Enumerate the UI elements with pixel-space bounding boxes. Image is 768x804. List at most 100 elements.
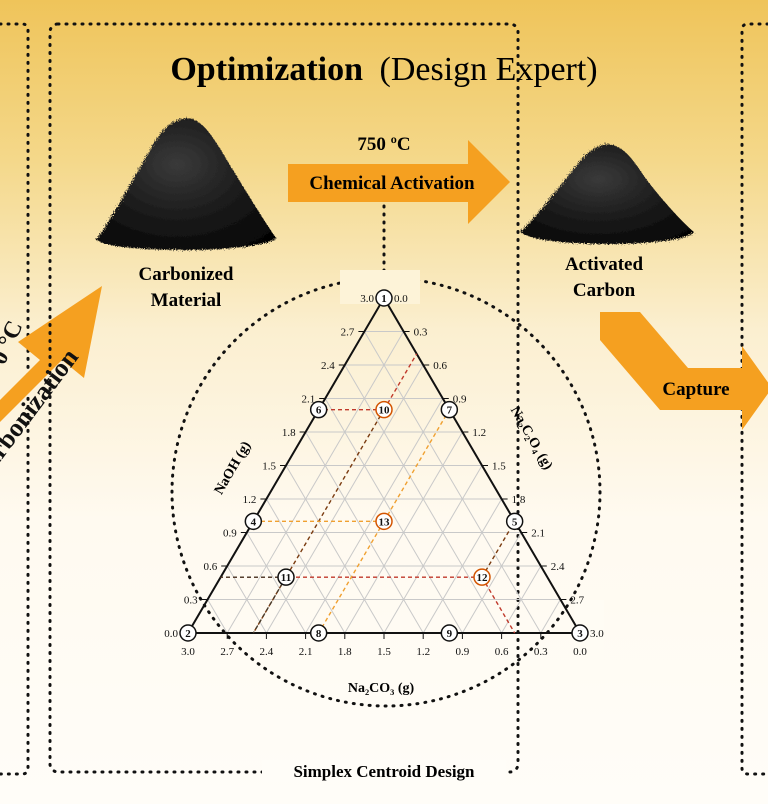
left-panel-border <box>0 22 30 776</box>
activated-carbon-image <box>520 144 694 244</box>
design-point-label-3: 3 <box>577 628 583 640</box>
left-tick-label: 2.4 <box>321 360 335 372</box>
grid-line-na2c2o4 <box>226 331 405 634</box>
design-point-12 <box>473 568 491 586</box>
right-tick-label: 0.9 <box>453 394 467 406</box>
grid-line-na2c2o4 <box>383 465 483 634</box>
grid-line-na2co3 <box>246 532 307 634</box>
design-point-label-12: 12 <box>477 572 489 584</box>
design-point-13 <box>375 512 393 531</box>
grid-line-na2c2o4 <box>540 599 561 634</box>
right-tick-label: 0.0 <box>394 293 408 305</box>
bottom-tick-label: 2.7 <box>220 646 234 658</box>
design-point-3 <box>571 624 589 642</box>
page-title: Optimization (Design Expert) <box>170 51 597 88</box>
bottom-tick-label: 3.0 <box>181 646 195 658</box>
right-tick-label: 2.7 <box>570 595 584 607</box>
design-label: Simplex Centroid Design <box>293 762 475 781</box>
na2c2o4-axis-title: Na₂C₂O₄ (g) <box>507 404 555 473</box>
design-point-label-5: 5 <box>512 516 518 528</box>
design-point-9 <box>440 624 459 642</box>
grid-line-na2co3 <box>207 599 228 634</box>
left-tick-label: 1.8 <box>282 427 296 439</box>
bottom-tick-label: 2.1 <box>299 646 313 658</box>
bottom-tick-label: 0.3 <box>534 646 548 658</box>
right-tick-label: 2.4 <box>551 561 565 573</box>
guide-line <box>481 576 516 634</box>
design-point-label-2: 2 <box>185 628 191 640</box>
design-point-10 <box>375 400 393 419</box>
capture-label: Capture <box>662 379 729 400</box>
capture-arrow <box>600 312 768 430</box>
right-tick-label: 2.1 <box>531 528 545 540</box>
design-point-1 <box>375 289 393 307</box>
right-panel-border <box>740 22 768 776</box>
grid-line-na2co3 <box>265 498 346 634</box>
right-tick-label: 3.0 <box>590 628 604 640</box>
left-tick-label: 3.0 <box>360 293 374 305</box>
naoh-axis-title: NaOH (g) <box>212 439 255 498</box>
design-point-label-6: 6 <box>316 405 322 417</box>
bottom-tick-label: 0.0 <box>573 646 587 658</box>
left-tick-label: 0.3 <box>184 595 198 607</box>
activated-label-line1: Activated <box>565 254 644 275</box>
activation-arrow <box>288 140 510 224</box>
left-tick-label: 2.7 <box>341 327 355 339</box>
grid-line-na2c2o4 <box>305 398 444 634</box>
grid-line-na2co3 <box>285 465 385 634</box>
bottom-tick-label: 0.6 <box>495 646 509 658</box>
carbonization-arrow <box>0 286 102 422</box>
design-circle <box>170 276 602 708</box>
design-point-7 <box>440 400 459 419</box>
right-tick-label: 1.2 <box>472 427 486 439</box>
design-point-label-11: 11 <box>281 572 291 584</box>
design-point-label-13: 13 <box>379 516 391 528</box>
guide-line <box>383 353 418 411</box>
design-point-5 <box>505 512 524 531</box>
left-tick-label: 2.1 <box>301 394 315 406</box>
activation-label: Chemical Activation <box>309 173 475 194</box>
guide-line <box>252 576 287 634</box>
activated-label-line2: Carbon <box>573 280 636 301</box>
bottom-tick-label: 2.4 <box>260 646 274 658</box>
left-tick-label: 0.6 <box>203 561 217 573</box>
left-tick-label: 1.5 <box>262 461 276 473</box>
title-rest: (Design Expert) <box>380 51 598 88</box>
design-point-label-8: 8 <box>316 628 322 640</box>
design-point-6 <box>309 400 328 419</box>
design-point-label-7: 7 <box>447 405 453 417</box>
grid-line-na2c2o4 <box>461 532 522 634</box>
design-point-2 <box>179 624 197 642</box>
right-tick-label: 1.8 <box>512 494 526 506</box>
main-panel-border-rect <box>48 22 520 774</box>
na2co3-axis-title: Na₂CO₃ (g) <box>348 681 415 696</box>
carbonized-label-line1: Carbonized <box>139 264 234 285</box>
bottom-tick-label: 1.8 <box>338 646 352 658</box>
carbonized-label-line2: Material <box>151 290 222 311</box>
left-tick-label: 1.2 <box>243 494 257 506</box>
grid-line-na2co3 <box>363 331 542 634</box>
design-point-label-4: 4 <box>251 516 257 528</box>
title-bold: Optimization <box>170 51 363 88</box>
right-tick-label: 0.3 <box>414 327 428 339</box>
design-label-bg <box>262 760 506 782</box>
guide-line <box>383 409 450 522</box>
design-point-4 <box>244 512 263 531</box>
carbonized-material-image <box>96 118 276 250</box>
left-tick-label: 0.0 <box>164 628 178 640</box>
design-point-label-10: 10 <box>379 405 391 417</box>
design-point-8 <box>309 624 328 642</box>
design-point-11 <box>277 568 295 586</box>
left-tick-label: 0.9 <box>223 528 237 540</box>
design-point-label-9: 9 <box>447 628 453 640</box>
right-tick-label: 1.5 <box>492 461 506 473</box>
activation-temperature: 750 ºC <box>357 134 410 155</box>
guide-line <box>318 520 385 634</box>
grid-line-na2co3 <box>324 398 463 634</box>
guide-line <box>481 520 516 578</box>
bottom-tick-label: 1.5 <box>377 646 391 658</box>
bottom-tick-label: 1.2 <box>416 646 430 658</box>
right-panel <box>740 22 768 776</box>
